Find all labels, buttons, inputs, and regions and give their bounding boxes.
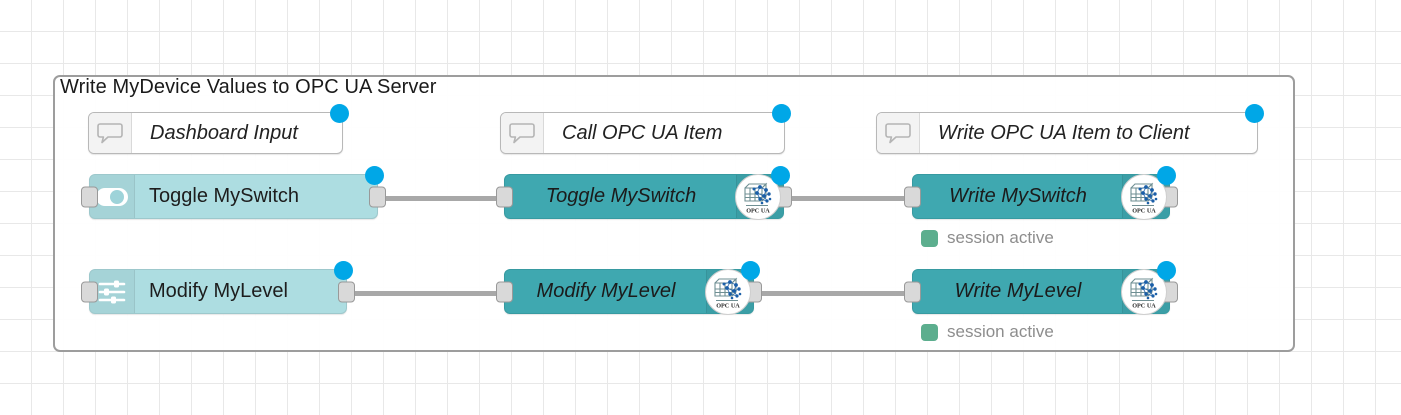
comment-icon bbox=[89, 113, 132, 153]
node-status-write-mylevel: session active bbox=[921, 322, 1054, 342]
node-changed-indicator bbox=[1245, 104, 1264, 123]
opcua-client-node-write-mylevel[interactable]: Write MyLevel bbox=[904, 261, 1178, 315]
wire-opcua-call-to-write-myswitch bbox=[782, 196, 912, 201]
status-dot-green bbox=[921, 229, 938, 247]
wire-toggle-to-opcua-call bbox=[376, 196, 504, 201]
node-changed-indicator bbox=[1157, 166, 1176, 185]
dashboard-node-toggle-myswitch[interactable]: Toggle MySwitch bbox=[81, 166, 386, 219]
opcua-node-label: Modify MyLevel bbox=[536, 280, 676, 302]
dashboard-node-label: Toggle MySwitch bbox=[149, 185, 300, 207]
toggle-switch-icon bbox=[90, 175, 135, 218]
dashboard-node-modify-mylevel[interactable]: Modify MyLevel bbox=[81, 261, 355, 314]
node-input-port[interactable] bbox=[496, 281, 513, 302]
wire-modify-to-opcua-call bbox=[345, 291, 504, 296]
svg-text:OPC UA: OPC UA bbox=[746, 207, 770, 214]
status-text: session active bbox=[947, 322, 1054, 341]
node-changed-indicator bbox=[334, 261, 353, 280]
node-input-port[interactable] bbox=[81, 186, 98, 207]
node-input-port[interactable] bbox=[81, 281, 98, 302]
svg-text:OPC UA: OPC UA bbox=[716, 302, 740, 309]
node-input-port[interactable] bbox=[904, 186, 921, 207]
node-input-port[interactable] bbox=[904, 281, 921, 302]
node-changed-indicator bbox=[365, 166, 384, 185]
node-output-port[interactable] bbox=[338, 281, 355, 302]
comment-node-label: Call OPC UA Item bbox=[562, 121, 723, 144]
comment-node-write-opcua-item-to-client[interactable]: Write OPC UA Item to Client bbox=[876, 104, 1264, 154]
opcua-item-node-modify-mylevel[interactable]: Modify MyLevel bbox=[496, 261, 762, 315]
comment-icon bbox=[877, 113, 920, 153]
dashboard-node-label: Modify MyLevel bbox=[149, 280, 288, 302]
node-changed-indicator bbox=[741, 261, 760, 280]
node-changed-indicator bbox=[772, 104, 791, 123]
node-input-port[interactable] bbox=[496, 186, 513, 207]
comment-icon bbox=[501, 113, 544, 153]
node-changed-indicator bbox=[330, 104, 349, 123]
wire-opcua-call-to-write-mylevel bbox=[752, 291, 912, 296]
node-output-port[interactable] bbox=[369, 186, 386, 207]
opcua-node-label: Write MyLevel bbox=[954, 280, 1082, 302]
svg-text:OPC UA: OPC UA bbox=[1132, 207, 1156, 214]
node-status-write-myswitch: session active bbox=[921, 228, 1054, 248]
comment-node-call-opcua-item[interactable]: Call OPC UA Item bbox=[500, 104, 791, 154]
opcua-node-label: Write MySwitch bbox=[949, 185, 1087, 207]
svg-text:OPC UA: OPC UA bbox=[1132, 302, 1156, 309]
status-text: session active bbox=[947, 228, 1054, 247]
opcua-item-node-toggle-myswitch[interactable]: Toggle MySwitch bbox=[496, 166, 792, 220]
comment-node-label: Write OPC UA Item to Client bbox=[938, 121, 1190, 144]
node-group-label: Write MyDevice Values to OPC UA Server bbox=[60, 76, 437, 98]
opcua-client-node-write-myswitch[interactable]: Write MySwitch bbox=[904, 166, 1178, 220]
comment-node-label: Dashboard Input bbox=[150, 121, 298, 144]
node-changed-indicator bbox=[771, 166, 790, 185]
status-dot-green bbox=[921, 323, 938, 341]
comment-node-dashboard-input[interactable]: Dashboard Input bbox=[88, 104, 349, 154]
node-changed-indicator bbox=[1157, 261, 1176, 280]
opcua-node-label: Toggle MySwitch bbox=[545, 185, 697, 207]
